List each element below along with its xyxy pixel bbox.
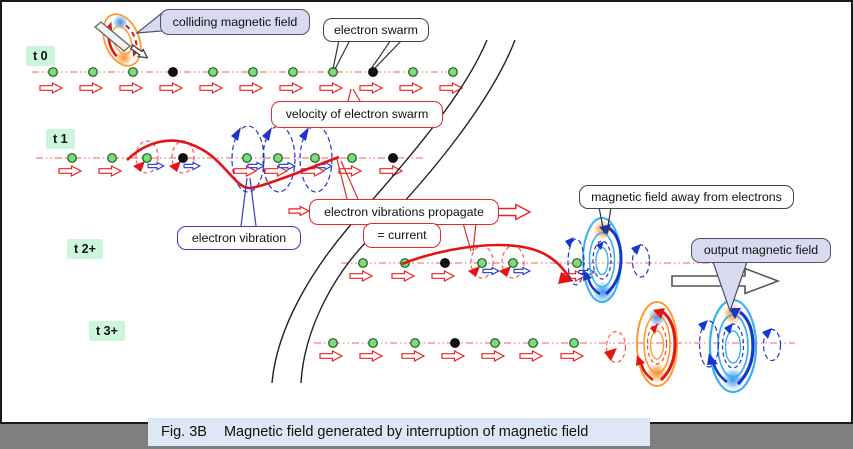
electron-black (450, 338, 460, 348)
diagram-canvas (32, 11, 795, 394)
t1-vibration-wave (126, 139, 340, 190)
label-colliding-magnetic-field: colliding magnetic field (160, 9, 310, 35)
label-equals-current: = current (363, 223, 441, 248)
label-electron-swarm: electron swarm (323, 18, 429, 42)
label-magnetic-field-away: magnetic field away from electrons (579, 185, 794, 209)
label-velocity-of-electron-swarm: velocity of electron swarm (271, 101, 443, 128)
electron-green (490, 338, 500, 348)
electron-green (408, 67, 418, 77)
electron-green (448, 67, 458, 77)
propagate-head-arrow (496, 203, 532, 221)
electron-black (368, 67, 378, 77)
electron-green (368, 338, 378, 348)
electron-green (410, 338, 420, 348)
electron-green (572, 258, 582, 268)
label-electron-vibration: electron vibration (177, 226, 301, 250)
row-t0 (32, 67, 464, 94)
electron-green (273, 153, 283, 163)
electron-green (208, 67, 218, 77)
propagate-tail-arrow (288, 205, 311, 217)
row-t2 (341, 245, 723, 282)
caption-fig-number: Fig. 3B (161, 424, 207, 440)
electron-black (388, 153, 398, 163)
electron-green (528, 338, 538, 348)
electron-green (128, 67, 138, 77)
electron-green (347, 153, 357, 163)
electron-green (88, 67, 98, 77)
caption-text: Magnetic field generated by interruption… (223, 424, 589, 440)
colliding-label-pointer (135, 11, 163, 34)
time-label-t0: t 0 (26, 46, 55, 66)
electron-black (440, 258, 450, 268)
electron-green (310, 153, 320, 163)
t2-vibration-wave (401, 243, 572, 279)
t2-wave-arrowhead (558, 272, 574, 284)
collision-direction-arrow (130, 44, 149, 59)
time-label-t2: t 2+ (67, 239, 103, 259)
electron-green (48, 67, 58, 77)
vortex-t3-orange (636, 301, 678, 387)
t3-red-vibration (604, 330, 627, 364)
row-t3 (314, 338, 795, 362)
time-label-t1: t 1 (46, 129, 75, 149)
row-t1 (36, 125, 424, 193)
vortex-t3-blue (698, 298, 782, 394)
label-output-magnetic-field: output magnetic field (691, 238, 831, 263)
label-electron-vibrations-propagate: electron vibrations propagate (309, 199, 499, 225)
electron-green (242, 153, 252, 163)
electron-green (67, 153, 77, 163)
callout-lines (240, 39, 612, 252)
electron-green (569, 338, 579, 348)
interrupting-bar (93, 21, 132, 52)
electron-green (142, 153, 152, 163)
electron-green (477, 258, 487, 268)
electron-black (168, 67, 178, 77)
time-label-t3: t 3+ (89, 321, 125, 341)
caption-bar: Fig. 3B Magnetic field generated by inte… (148, 418, 650, 446)
electron-green (248, 67, 258, 77)
colliding-vortex (93, 13, 149, 67)
electron-green (358, 258, 368, 268)
electron-green (328, 338, 338, 348)
electron-black (178, 153, 188, 163)
electron-green (107, 153, 117, 163)
electron-green (288, 67, 298, 77)
electron-green (508, 258, 518, 268)
